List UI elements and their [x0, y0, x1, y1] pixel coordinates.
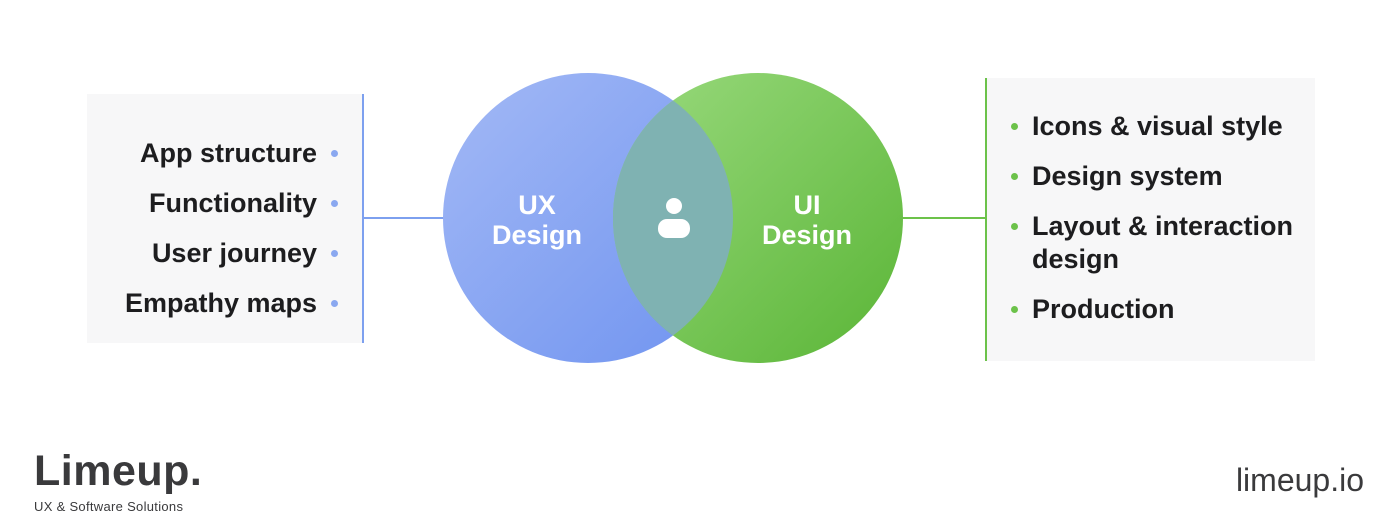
list-item-label: User journey	[151, 237, 317, 268]
ui-label-line1: UI	[794, 190, 821, 220]
list-item-label: Icons & visual style	[1032, 111, 1283, 141]
bullet-icon	[331, 199, 338, 207]
bullet-icon	[1011, 223, 1018, 230]
bullet-icon	[1011, 306, 1018, 313]
list-item: Functionality	[125, 178, 338, 228]
list-item: User journey	[125, 228, 338, 278]
ui-task-list: Icons & visual style Design system Layou…	[1011, 110, 1302, 343]
site-url: limeup.io	[1235, 462, 1364, 498]
bullet-icon	[1011, 123, 1018, 130]
brand-tagline: UX & Software Solutions	[34, 499, 184, 514]
ux-task-list: App structure Functionality User journey…	[125, 128, 338, 328]
brand-logo: Limeup. UX & Software Solutions	[34, 447, 202, 514]
list-item: App structure	[125, 128, 338, 178]
bullet-icon	[1011, 173, 1018, 180]
list-item: Design system	[1011, 160, 1302, 193]
ux-task-panel: App structure Functionality User journey…	[87, 94, 364, 343]
ux-label-line1: UX	[518, 190, 556, 220]
list-item-label: App structure	[139, 137, 317, 168]
bullet-icon	[331, 249, 338, 257]
venn-diagram: UX Design UI Design	[443, 73, 903, 363]
brand-name: Limeup.	[34, 447, 203, 495]
list-item: Empathy maps	[125, 278, 338, 328]
list-item-label: Empathy maps	[124, 287, 317, 318]
user-icon	[658, 198, 690, 238]
list-item: Layout & interaction design	[1011, 210, 1302, 276]
list-item: Icons & visual style	[1011, 110, 1302, 143]
ui-task-panel: Icons & visual style Design system Layou…	[985, 78, 1315, 361]
bullet-icon	[331, 149, 338, 157]
list-item: Production	[1011, 293, 1302, 326]
list-item-label: Design system	[1032, 161, 1223, 191]
overlap-region	[613, 73, 733, 363]
ux-label-line2: Design	[492, 220, 582, 250]
ux-connector-line	[363, 217, 447, 219]
bullet-icon	[331, 299, 338, 307]
list-item-label: Layout & interaction design	[1032, 211, 1294, 274]
ui-label-line2: Design	[762, 220, 852, 250]
list-item-label: Production	[1032, 294, 1175, 324]
ui-connector-line	[902, 217, 985, 219]
list-item-label: Functionality	[149, 187, 317, 218]
